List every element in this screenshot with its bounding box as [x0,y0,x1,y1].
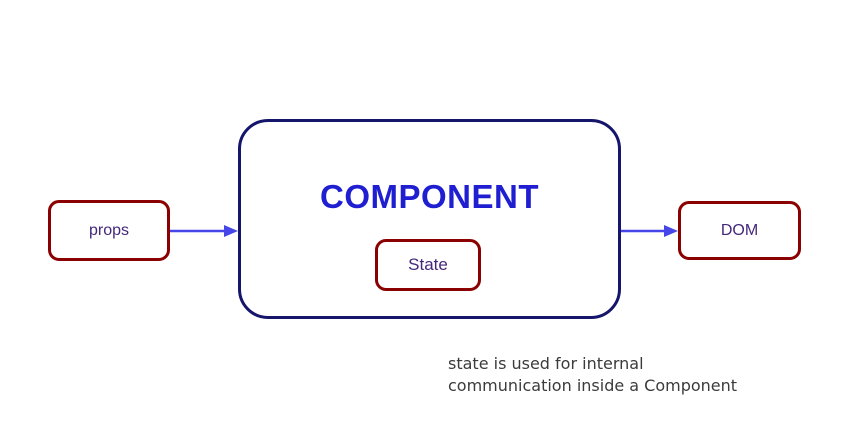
arrow-component-to-dom-icon [621,225,678,237]
props-label: props [88,221,130,239]
caption-line-1: state is used for internal [448,354,644,373]
arrow-props-to-component-icon [170,225,238,237]
caption-line-2: communication inside a Component [448,376,738,395]
dom-label: DOM [720,221,759,239]
component-box: COMPONENT [238,119,621,319]
dom-box: DOM [678,201,801,260]
component-title: COMPONENT [320,178,539,215]
props-box: props [48,200,170,261]
state-label: State [408,255,448,274]
state-box: State [375,239,481,291]
caption: state is used for internal communication… [448,353,737,397]
